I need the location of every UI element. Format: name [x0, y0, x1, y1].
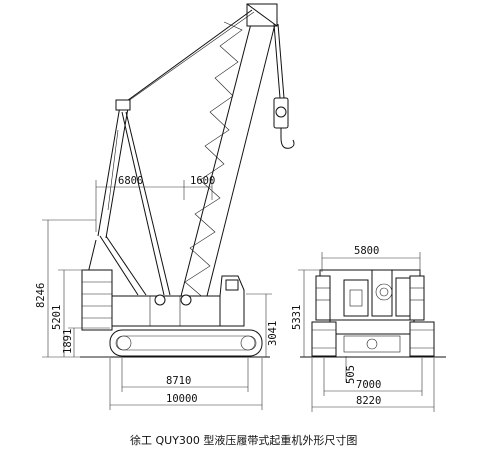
- dim-track-length: 8710: [166, 375, 191, 387]
- front-tracks: [311, 321, 435, 357]
- front-view: 5800 5331 505 7000 8220: [291, 245, 446, 412]
- dim-overall-length: 10000: [166, 393, 198, 405]
- side-view: 6800 1600 8246 5201 1891 3041 8710 10000: [35, 3, 295, 410]
- dim-gauge: 7000: [356, 379, 381, 391]
- dim-boom-radius: 6800: [118, 175, 143, 187]
- side-track: [109, 329, 263, 357]
- dim-front-height: 5331: [291, 305, 303, 330]
- pendant-line: [119, 9, 253, 107]
- dim-track-gauge-small: 505: [345, 365, 357, 384]
- dim-total-height: 8246: [35, 283, 47, 308]
- superstructure: [111, 275, 245, 327]
- dim-mid-height: 5201: [51, 305, 63, 330]
- figure-caption: 徐工 QUY300 型液压履带式起重机外形尺寸图: [130, 433, 357, 447]
- dim-mast-offset: 1600: [190, 175, 215, 187]
- main-boom: [179, 3, 278, 301]
- dim-ground-clearance: 1891: [62, 329, 74, 354]
- dim-top-width: 5800: [354, 245, 379, 257]
- dim-track-height: 3041: [267, 321, 279, 346]
- counterweight: [81, 269, 113, 331]
- hook-block: [273, 23, 295, 149]
- mast: [97, 99, 171, 296]
- dim-overall-width: 8220: [356, 395, 381, 407]
- front-superstructure: [315, 269, 425, 321]
